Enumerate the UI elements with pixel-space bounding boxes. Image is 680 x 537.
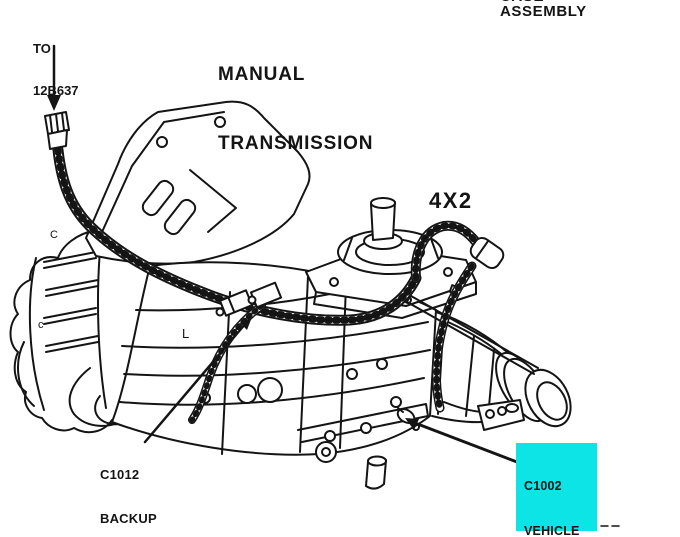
shift-lever-stub bbox=[370, 197, 396, 241]
clipped-top-word: CASE bbox=[500, 0, 570, 4]
drivetrain-label: 4X2 bbox=[429, 188, 473, 213]
bell-housing bbox=[9, 229, 159, 434]
vss-highlight-label: C1002 VEHICLE SPEED SENSOR (VSS) bbox=[516, 443, 597, 537]
mount-brackets bbox=[297, 399, 525, 490]
casting-marks: C c L bbox=[38, 229, 189, 341]
backup-lamp-switch-label: C1012 BACKUP LAMP SWITCH bbox=[100, 466, 157, 526]
harness-hook bbox=[410, 220, 505, 413]
harness-top-connector bbox=[44, 111, 70, 150]
backup-lamp-switch-part bbox=[215, 281, 283, 317]
harness-end-connector bbox=[469, 236, 505, 270]
connector-ref-label: TO 12B637 bbox=[33, 14, 79, 126]
output-yoke bbox=[524, 368, 572, 428]
title-line1: MANUAL bbox=[218, 64, 306, 85]
svg-text:C: C bbox=[50, 229, 58, 241]
wiring-harness bbox=[52, 144, 422, 326]
connector-ref-line1: TO bbox=[33, 41, 51, 56]
connector-ref-line2: 12B637 bbox=[33, 83, 79, 98]
page-title: MANUAL TRANSMISSION bbox=[218, 17, 373, 201]
assembly-label: ASSEMBLY bbox=[500, 3, 587, 20]
svg-text:c: c bbox=[38, 319, 44, 331]
title-line2: TRANSMISSION bbox=[218, 133, 374, 154]
svg-text:L: L bbox=[182, 326, 189, 341]
c1012-leader-arrow bbox=[143, 317, 252, 444]
harness-branch bbox=[188, 302, 266, 424]
to-12b637-arrow bbox=[47, 44, 61, 111]
vss-leader-arrow bbox=[405, 418, 519, 464]
